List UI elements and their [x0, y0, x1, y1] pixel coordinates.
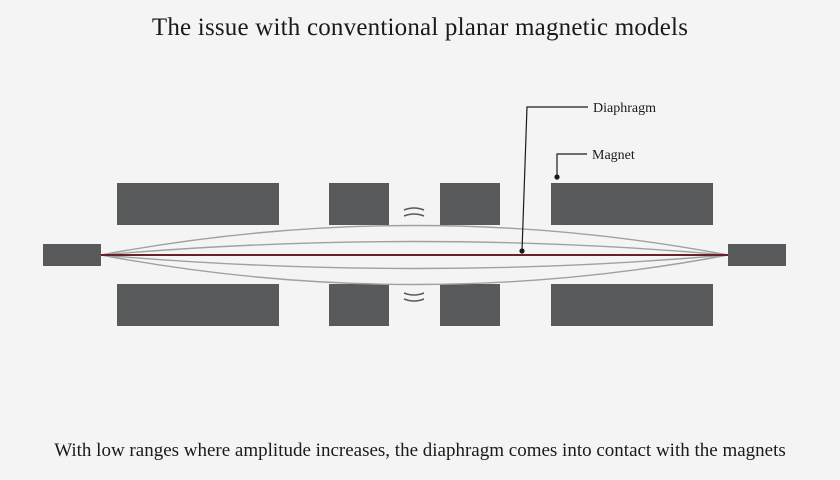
diaphragm-label: Diaphragm	[593, 101, 656, 116]
diagram-title: The issue with conventional planar magne…	[151, 14, 689, 41]
magnet-bottom-center-right	[440, 284, 500, 326]
diagram-caption: With low ranges where amplitude increase…	[54, 440, 786, 461]
magnet-top-center-right	[440, 183, 500, 225]
magnet-top-right	[551, 183, 713, 225]
magnet-bottom-right	[551, 284, 713, 326]
contact-marks-top	[403, 207, 425, 217]
contact-marks-bottom	[403, 292, 425, 302]
frame-clamp-left	[43, 244, 101, 266]
diaphragm-callout: Diaphragm	[519, 101, 656, 254]
magnet-label: Magnet	[592, 148, 635, 163]
diaphragm-callout-line	[521, 106, 588, 252]
frame-clamp-right	[728, 244, 786, 266]
magnet-callout-line	[556, 153, 587, 177]
vibration-curves	[100, 224, 729, 286]
magnet-top-center-left	[329, 183, 389, 225]
magnet-callout: Magnet	[554, 148, 635, 180]
vibration-curve-lower-inner	[100, 254, 729, 270]
magnet-top-left	[117, 183, 279, 225]
vibration-curve-upper-outer	[100, 224, 729, 256]
magnet-bottom-left	[117, 284, 279, 326]
vibration-curve-upper-inner	[100, 240, 729, 256]
magnet-bottom-center-left	[329, 284, 389, 326]
vibration-curve-lower-outer	[100, 254, 729, 286]
